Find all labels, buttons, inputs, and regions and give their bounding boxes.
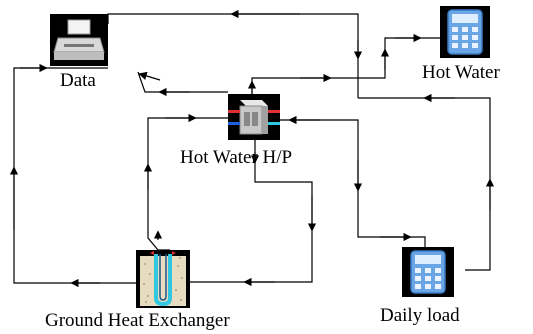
- link-right-loop: [358, 97, 491, 271]
- link-data-heatpump: [137, 71, 228, 93]
- ground-heat-exchanger-label: Ground Heat Exchanger: [45, 310, 230, 331]
- calculator-icon: [440, 6, 490, 58]
- ground-heat-exchanger-icon: [136, 250, 190, 308]
- daily-load-label: Daily load: [380, 305, 460, 326]
- hot-water-label: Hot Water: [422, 62, 500, 83]
- link-hp-ghe-left: [147, 117, 228, 251]
- printer-icon: [50, 14, 108, 66]
- heat-pump-icon: [228, 94, 280, 140]
- link-left-loop: [13, 67, 136, 284]
- heat-pump-label: Hot Water H/P: [180, 147, 293, 168]
- link-hp-hotwater: [251, 37, 440, 95]
- link-data-arrow: [138, 71, 161, 81]
- calculator-icon: [402, 247, 454, 297]
- data-label: Data: [60, 70, 96, 91]
- link-hp-daily: [275, 119, 426, 248]
- link-top-return: [107, 13, 359, 98]
